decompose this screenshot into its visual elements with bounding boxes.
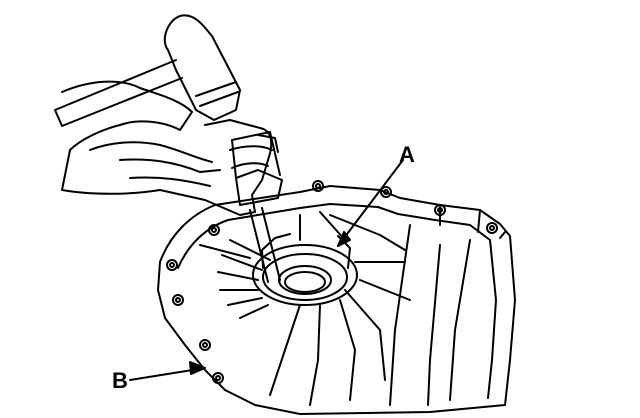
- transmission-case: [157, 180, 516, 415]
- leader-line-a: [337, 159, 404, 247]
- seal-driver-tool: [231, 131, 283, 283]
- callout-label-b: B: [112, 368, 128, 393]
- leader-lines: [129, 159, 404, 381]
- leader-arrow-b: [189, 361, 206, 375]
- hammer: [54, 14, 241, 127]
- callout-label-a: A: [399, 142, 415, 167]
- leader-arrow-a: [337, 231, 351, 247]
- hands: [61, 80, 279, 216]
